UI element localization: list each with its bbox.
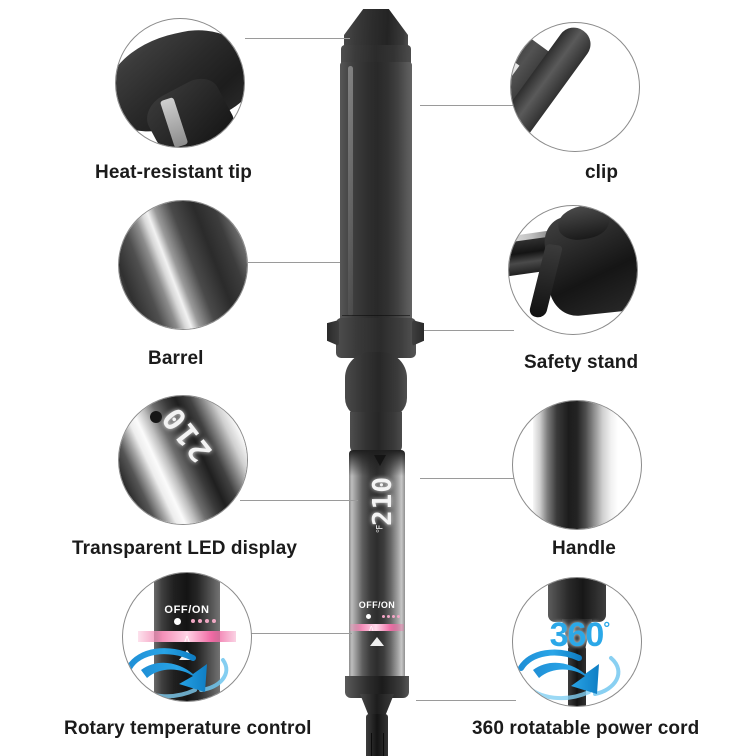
callout-circle-heat-resistant-tip bbox=[115, 18, 245, 148]
lead-line-clip bbox=[420, 105, 520, 106]
product-cord-groove-left bbox=[371, 733, 372, 756]
product-dial-pointer-triangle bbox=[370, 637, 384, 646]
lead-line-heat-resistant-tip bbox=[245, 38, 350, 39]
callout-label-clip: clip bbox=[585, 162, 619, 183]
callout-circle-clip bbox=[510, 22, 640, 152]
product-power-switch-label: OFF/ON bbox=[358, 600, 396, 610]
product-clip-lever bbox=[345, 352, 407, 418]
callout-label-handle: Handle bbox=[552, 538, 616, 559]
callout-label-360-rotatable-power-cord: 360 rotatable power cord bbox=[472, 718, 700, 739]
callout-label-safety-stand: Safety stand bbox=[524, 352, 639, 373]
badge-360-degrees: 360° bbox=[549, 616, 611, 655]
lead-line-handle bbox=[420, 478, 518, 479]
product-power-indicator-dot bbox=[366, 614, 371, 619]
product-handle-marker-triangle bbox=[374, 455, 386, 466]
callout-label-barrel: Barrel bbox=[148, 348, 204, 369]
product-clip-body bbox=[336, 318, 416, 358]
callout-label-heat-resistant-tip: Heat-resistant tip bbox=[95, 162, 253, 183]
product-temperature-dial-band bbox=[350, 624, 404, 631]
product-power-cord bbox=[366, 714, 388, 756]
product-clip-seam bbox=[342, 315, 410, 316]
product-safety-stand-right bbox=[412, 320, 424, 346]
product-handle-base bbox=[345, 676, 409, 698]
rotation-arrow-icon-rotary bbox=[126, 647, 229, 698]
callout-rotary-caret: ʌ bbox=[184, 633, 190, 646]
product-led-display-unit: ℉ bbox=[375, 524, 386, 534]
lead-line-safety-stand bbox=[424, 330, 514, 331]
callout-label-rotary-temperature-control: Rotary temperature control bbox=[64, 718, 312, 739]
product-led-display-value: 210 bbox=[367, 476, 398, 526]
product-handle bbox=[349, 450, 405, 688]
badge-360-number: 360 bbox=[549, 616, 605, 655]
callout-circle-barrel bbox=[118, 200, 248, 330]
callout-label-transparent-led-display: Transparent LED display bbox=[72, 538, 298, 559]
lead-line-360-rotatable-power-cord bbox=[416, 700, 516, 701]
badge-degree-symbol: ° bbox=[603, 619, 610, 639]
product-barrel-highlight bbox=[348, 66, 353, 316]
callout-rotary-switch-label: OFF/ON bbox=[164, 603, 210, 616]
product-safety-stand-left bbox=[327, 320, 339, 346]
lead-line-rotary-temperature-control bbox=[250, 633, 352, 634]
rotation-arrow-icon-cord bbox=[518, 649, 621, 701]
product-cord-groove-right bbox=[383, 733, 384, 756]
product-cord-swivel-joint bbox=[360, 694, 394, 716]
callout-circle-transparent-led-display: 210 bbox=[118, 395, 248, 525]
callout-circle-safety-stand bbox=[508, 205, 638, 335]
callout-circle-360-rotatable-power-cord: 360° bbox=[512, 577, 642, 707]
lead-line-barrel bbox=[248, 262, 340, 263]
callout-circle-rotary-temperature-control: OFF/ON ʌ bbox=[122, 572, 252, 702]
callout-circle-handle bbox=[512, 400, 642, 530]
product-tip-collar bbox=[341, 45, 411, 67]
lead-line-transparent-led-display bbox=[240, 500, 358, 501]
product-temperature-level-dots bbox=[382, 615, 400, 618]
product-dial-caret: ʌ bbox=[369, 623, 374, 633]
product-neck bbox=[350, 412, 402, 454]
